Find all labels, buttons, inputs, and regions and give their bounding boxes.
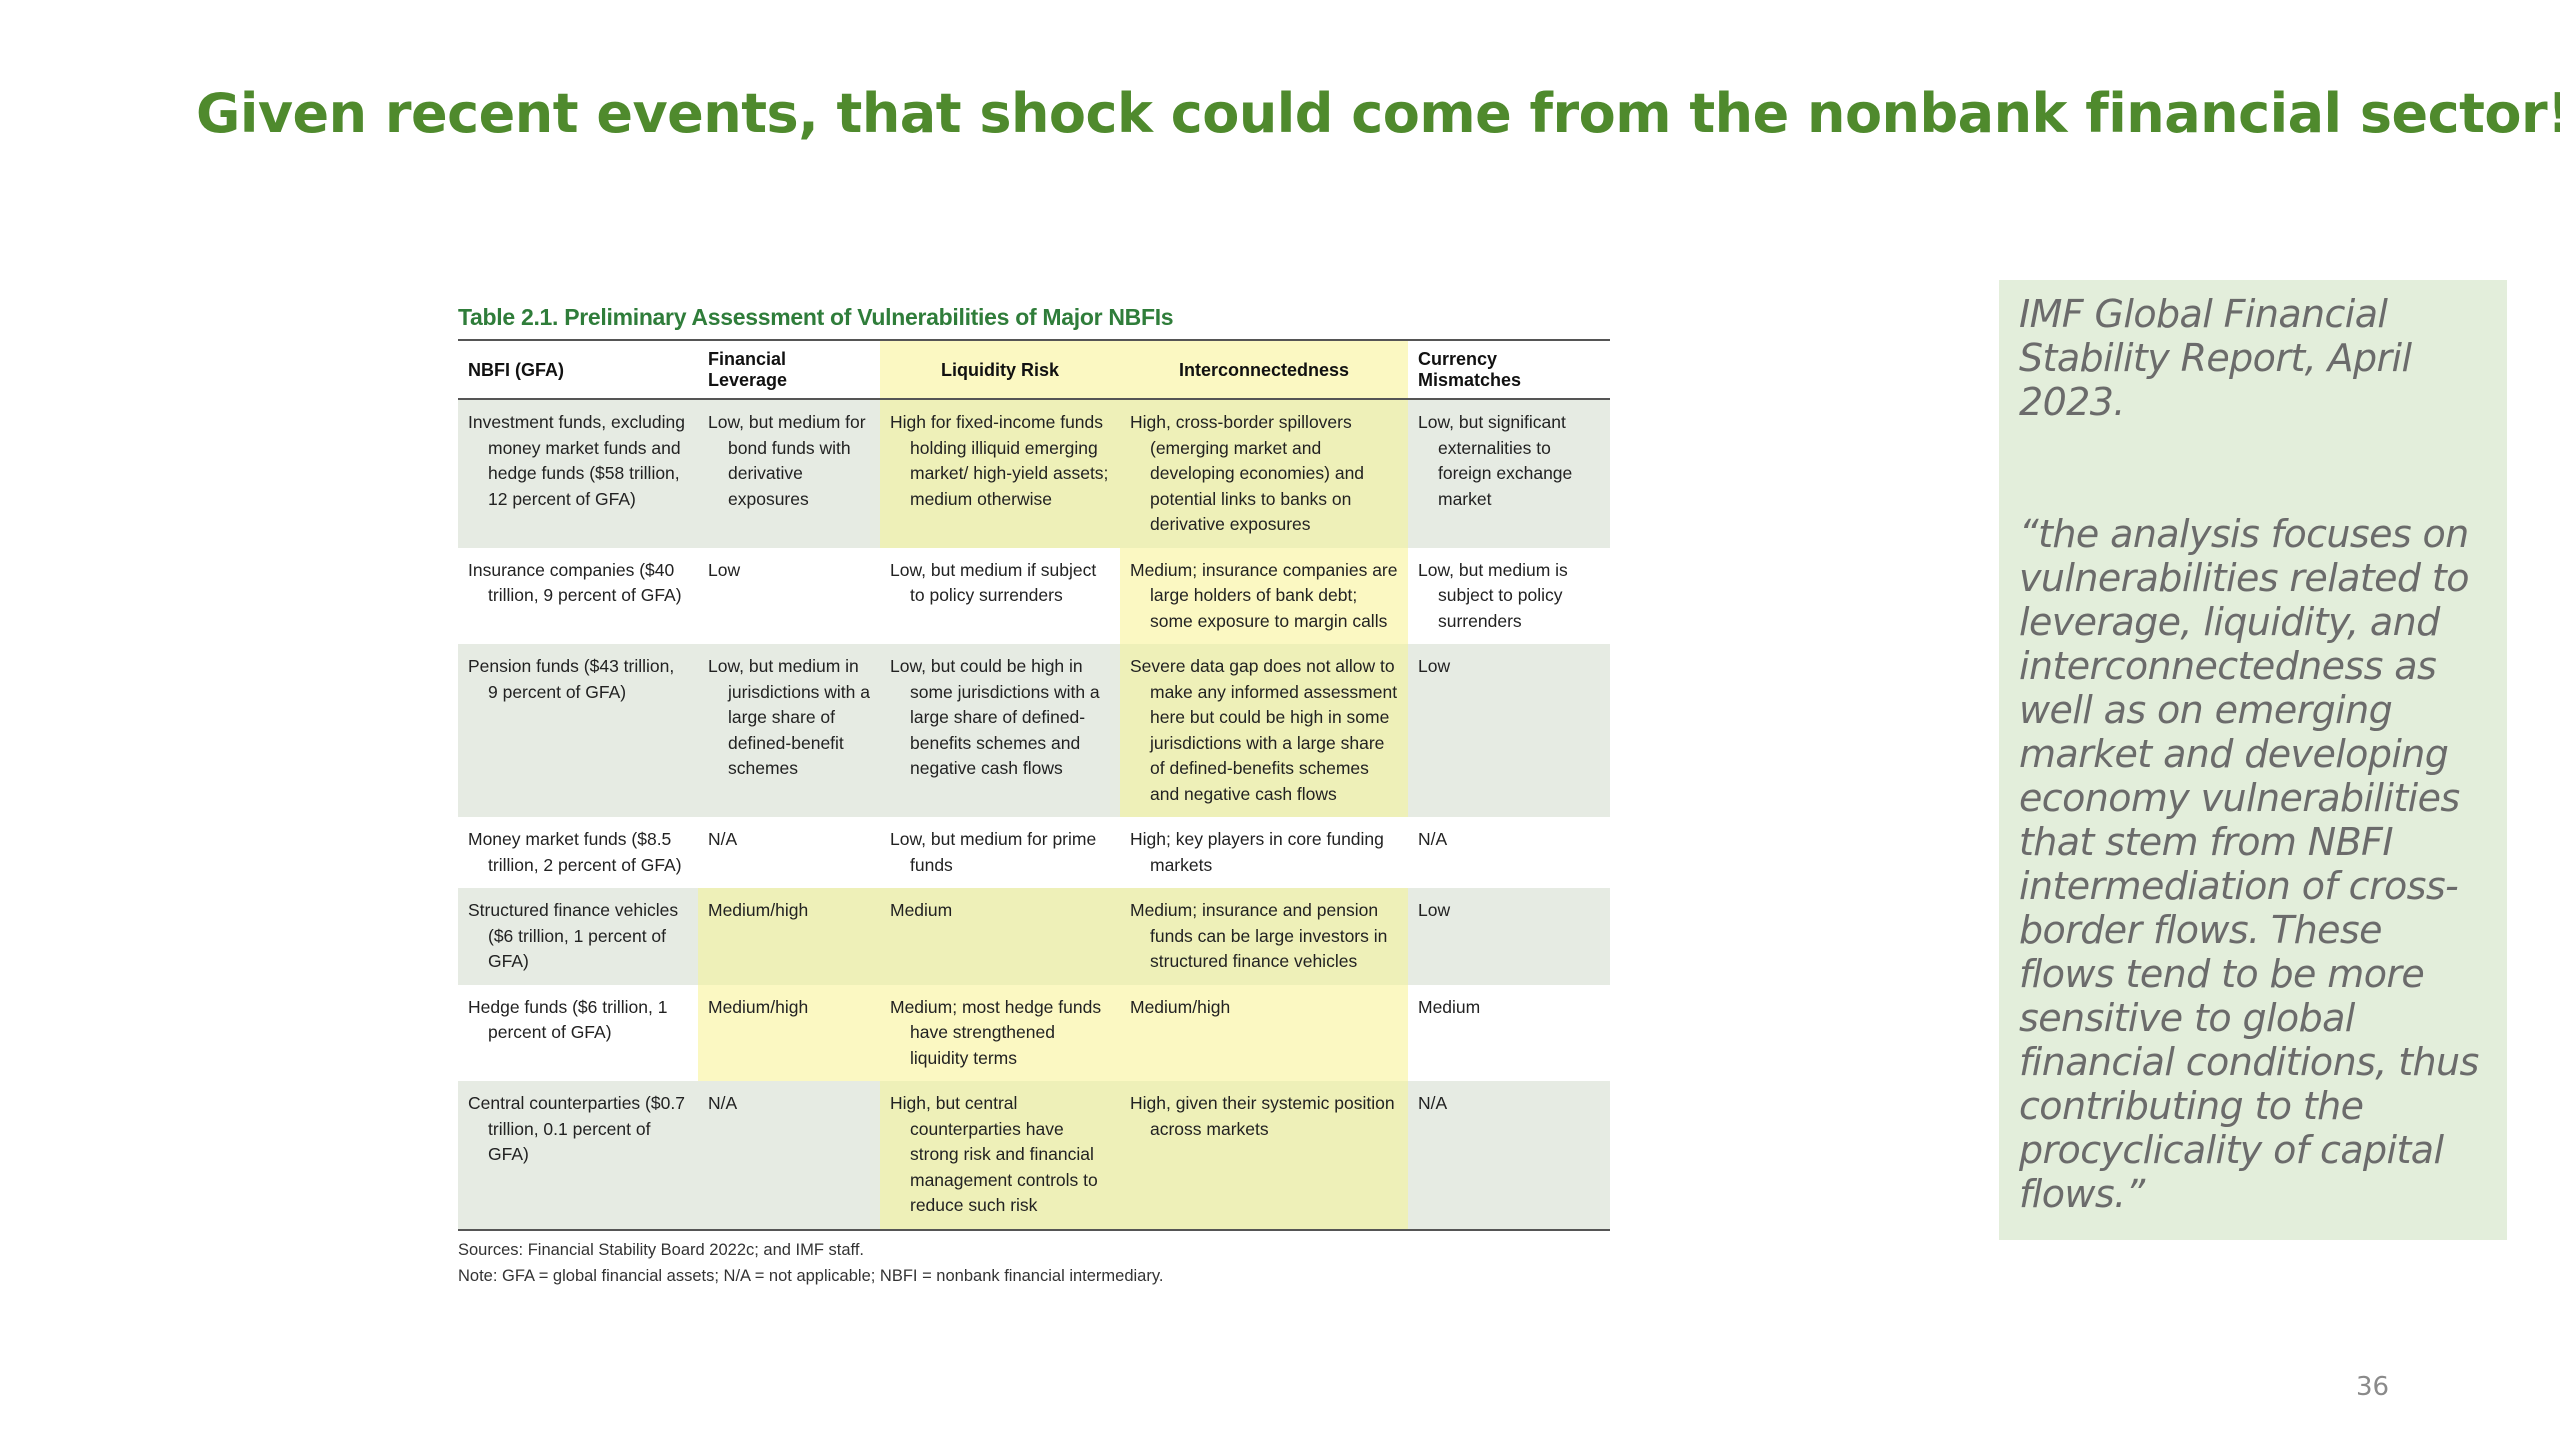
table-cell: Low, but significant externalities to fo… xyxy=(1418,412,1573,509)
sidebar-quote: “the analysis focuses on vulnerabilities… xyxy=(2019,512,2479,1216)
table-cell: Money market funds ($8.5 trillion, 2 per… xyxy=(468,829,682,875)
table-cell: Low xyxy=(708,559,741,580)
table-cell: Medium; insurance and pension funds can … xyxy=(1130,900,1388,971)
table-cell: Low xyxy=(1418,900,1451,920)
table-cell: High, but central counterparties have st… xyxy=(890,1093,1098,1215)
sidebar-citation: IMF Global Financial Stability Report, A… xyxy=(2019,292,2412,424)
table-sources: Sources: Financial Stability Board 2022c… xyxy=(458,1240,864,1259)
table-cell: High for fixed-income funds holding illi… xyxy=(890,412,1109,509)
table-cell: Low, but medium in jurisdictions with a … xyxy=(708,656,870,778)
table-row: Structured finance vehicles ($6 trillion… xyxy=(458,888,1610,985)
table-cell: Medium; insurance companies are large ho… xyxy=(1130,559,1398,631)
table-title: Table 2.1. Preliminary Assessment of Vul… xyxy=(458,304,1174,330)
table-cell: High, given their systemic position acro… xyxy=(1130,1093,1395,1139)
vulnerability-table-figure: Table 2.1. Preliminary Assessment of Vul… xyxy=(458,304,1610,1289)
col-header-nbfi: NBFI (GFA) xyxy=(458,340,698,400)
table-footnotes: Sources: Financial Stability Board 2022c… xyxy=(458,1237,1610,1289)
table-cell: Low, but medium if subject to policy sur… xyxy=(890,559,1097,606)
table-cell: Low, but medium is subject to policy sur… xyxy=(1418,559,1568,631)
table-row: Pension funds ($43 trillion, 9 percent o… xyxy=(458,644,1610,817)
table-cell: N/A xyxy=(1418,829,1448,849)
col-header-liquidity: Liquidity Risk xyxy=(880,340,1120,400)
table-cell: Central counterparties ($0.7 trillion, 0… xyxy=(468,1093,685,1164)
table-cell: Investment funds, excluding money market… xyxy=(468,412,685,509)
table-cell: Medium xyxy=(1418,996,1481,1017)
table-cell: High, cross-border spillovers (emerging … xyxy=(1130,412,1365,534)
col-header-currency: Currency Mismatches xyxy=(1408,340,1610,400)
col-header-interconnectedness: Interconnectedness xyxy=(1120,340,1408,400)
slide-title: Given recent events, that shock could co… xyxy=(196,82,2560,145)
table-cell: N/A xyxy=(1418,1093,1448,1113)
table-cell: Medium/high xyxy=(708,996,809,1017)
table-row: Hedge funds ($6 trillion, 1 percent of G… xyxy=(458,984,1610,1081)
table-cell: Low, but could be high in some jurisdict… xyxy=(890,656,1100,778)
table-cell: N/A xyxy=(708,829,738,849)
table-header-row: NBFI (GFA) Financial Leverage Liquidity … xyxy=(458,340,1610,400)
table-row: Investment funds, excluding money market… xyxy=(458,399,1610,548)
table-row: Money market funds ($8.5 trillion, 2 per… xyxy=(458,817,1610,888)
vulnerability-table: NBFI (GFA) Financial Leverage Liquidity … xyxy=(458,339,1610,1231)
table-cell: Low, but medium for prime funds xyxy=(890,829,1097,875)
table-cell: Medium/high xyxy=(708,900,809,920)
table-row: Insurance companies ($40 trillion, 9 per… xyxy=(458,547,1610,644)
table-cell: Insurance companies ($40 trillion, 9 per… xyxy=(468,559,682,606)
table-cell: Hedge funds ($6 trillion, 1 percent of G… xyxy=(468,996,668,1043)
page-number: 36 xyxy=(2356,1372,2390,1402)
table-cell: Medium; most hedge funds have strengthen… xyxy=(890,996,1102,1068)
table-cell: Pension funds ($43 trillion, 9 percent o… xyxy=(468,656,675,702)
quote-sidebar: IMF Global Financial Stability Report, A… xyxy=(1999,280,2507,1240)
table-cell: Medium xyxy=(890,900,953,920)
table-cell: Low, but medium for bond funds with deri… xyxy=(708,412,866,509)
table-cell: Severe data gap does not allow to make a… xyxy=(1130,656,1398,804)
table-cell: Medium/high xyxy=(1130,996,1231,1017)
table-cell: High; key players in core funding market… xyxy=(1130,829,1384,875)
table-cell: Low xyxy=(1418,656,1451,676)
col-header-leverage: Financial Leverage xyxy=(698,340,880,400)
table-cell: Structured finance vehicles ($6 trillion… xyxy=(468,900,679,971)
table-row: Central counterparties ($0.7 trillion, 0… xyxy=(458,1081,1610,1230)
table-note: Note: GFA = global financial assets; N/A… xyxy=(458,1266,1164,1285)
table-cell: N/A xyxy=(708,1093,738,1113)
